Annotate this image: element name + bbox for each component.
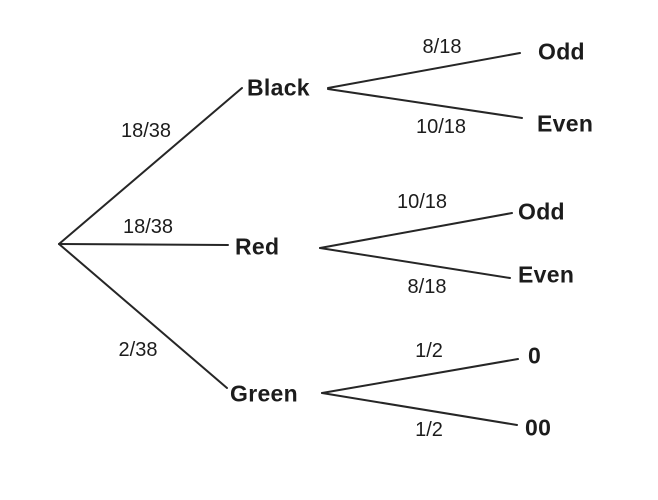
probability-label-green: 2/38 [118,339,158,361]
branch-line-green-0 [321,358,519,394]
branch-line-red-even [319,247,511,279]
probability-label-black-odd: 8/18 [422,36,462,58]
node-label-red: Red [235,233,280,260]
probability-label-green-0: 1/2 [415,340,443,362]
branch-line-green-00 [321,392,518,426]
node-label-black: Black [247,74,310,101]
node-label-green: Green [230,380,298,407]
outcome-label-green-00: 00 [525,414,552,441]
probability-label-black-even: 10/18 [415,116,467,138]
probability-label-black: 18/38 [120,120,172,142]
probability-label-green-00: 1/2 [415,419,443,441]
outcome-label-red-even: Even [518,261,575,288]
branch-line-root-red [58,243,229,246]
probability-label-red: 18/38 [122,216,174,238]
probability-label-red-odd: 10/18 [396,191,448,213]
branch-line-red-odd [319,212,513,249]
probability-label-red-even: 8/18 [407,276,447,298]
branch-line-root-black [58,87,243,245]
outcome-label-green-0: 0 [528,342,542,369]
branch-line-black-odd [327,52,521,89]
branch-line-black-even [327,88,523,119]
outcome-label-red-odd: Odd [518,198,565,225]
branch-line-root-green [58,243,228,389]
outcome-label-black-even: Even [537,110,594,137]
outcome-label-black-odd: Odd [538,38,585,65]
